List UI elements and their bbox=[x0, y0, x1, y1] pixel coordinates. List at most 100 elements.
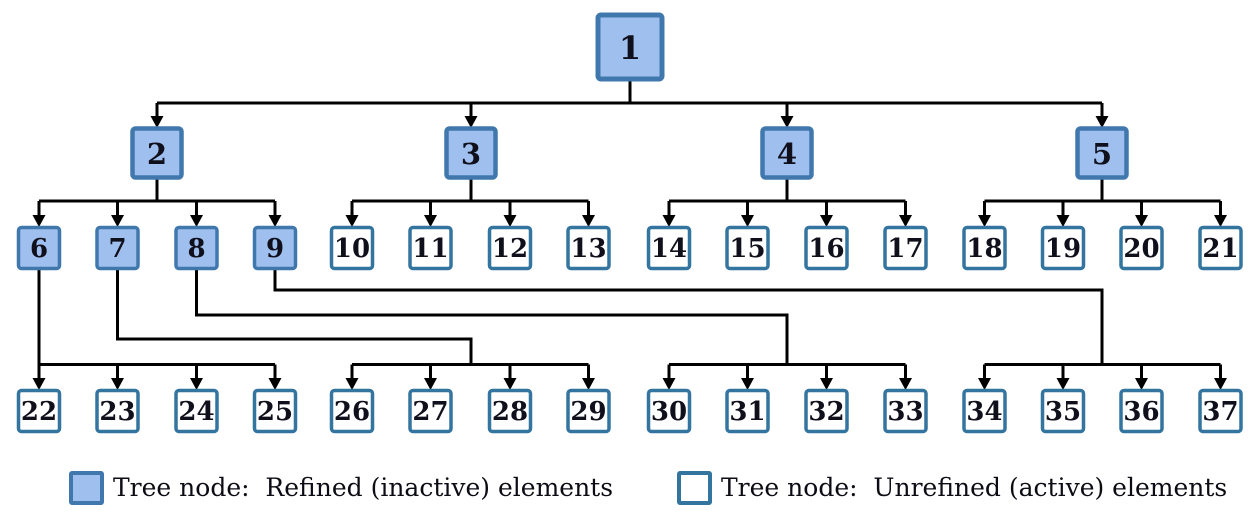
tree-node-17-label: 17 bbox=[887, 234, 923, 264]
tree-node-22-box bbox=[16, 388, 62, 434]
tree-node-22-label: 22 bbox=[21, 397, 57, 427]
tree-node-13-box bbox=[566, 225, 611, 271]
tree-node-17-box bbox=[883, 225, 928, 271]
edge-drop-node8-children bbox=[195, 268, 789, 365]
tree-node-20-box bbox=[1119, 225, 1164, 271]
arrowhead-down-icon-node9-children-0 bbox=[978, 378, 991, 390]
arrowhead-down-icon-node1-children-0 bbox=[150, 116, 164, 128]
tree-node-25-label: 25 bbox=[257, 397, 293, 427]
tree-node-5-box bbox=[1075, 126, 1129, 180]
tree-node-15-box bbox=[725, 225, 770, 271]
tree-node-33-label: 33 bbox=[887, 397, 923, 427]
tree-node-9-box bbox=[252, 225, 298, 271]
arrowhead-down-icon-node4-children-3 bbox=[899, 215, 912, 227]
refined-node-swatch-icon bbox=[69, 470, 104, 505]
tree-node-36-label: 36 bbox=[1123, 397, 1159, 427]
edge-drop-node7-children bbox=[116, 268, 473, 365]
tree-node-13-label: 13 bbox=[570, 234, 606, 264]
tree-node-8-box bbox=[174, 225, 219, 271]
tree-node-15-label: 15 bbox=[729, 234, 765, 264]
arrowhead-down-icon-node7-children-2 bbox=[503, 378, 517, 390]
tree-node-3-label: 3 bbox=[461, 137, 481, 171]
arrowhead-down-icon-node9-children-2 bbox=[1135, 378, 1148, 390]
tree-node-20-label: 20 bbox=[1123, 234, 1159, 264]
arrowhead-down-icon-node6-children-1 bbox=[111, 378, 124, 390]
tree-node-24-box bbox=[174, 388, 219, 434]
tree-node-33-box bbox=[883, 388, 928, 434]
tree-node-35-label: 35 bbox=[1045, 397, 1081, 427]
tree-node-12-label: 12 bbox=[492, 234, 528, 264]
tree-node-10-box bbox=[329, 225, 375, 271]
tree-node-11-box bbox=[408, 225, 453, 271]
tree-node-28-label: 28 bbox=[492, 397, 528, 427]
arrowhead-down-icon-node7-children-1 bbox=[424, 378, 437, 390]
arrowhead-down-icon-node7-children-0 bbox=[345, 378, 359, 390]
arrowhead-down-icon-node4-children-0 bbox=[662, 215, 676, 227]
tree-node-19-label: 19 bbox=[1045, 234, 1081, 264]
tree-node-8-label: 8 bbox=[187, 234, 205, 264]
tree-node-11-label: 11 bbox=[412, 234, 448, 264]
tree-node-19-box bbox=[1040, 225, 1086, 271]
arrowhead-down-icon-node3-children-3 bbox=[582, 215, 595, 227]
tree-node-9-label: 9 bbox=[266, 234, 284, 264]
tree-node-7-label: 7 bbox=[108, 234, 126, 264]
tree-node-27-box bbox=[408, 388, 453, 434]
tree-node-18-label: 18 bbox=[966, 234, 1002, 264]
arrowhead-down-icon-node8-children-2 bbox=[820, 378, 833, 390]
tree-node-16-box bbox=[804, 225, 849, 271]
tree-node-14-label: 14 bbox=[651, 234, 687, 264]
legend-item-unrefined: Tree node: Unrefined (active) elements bbox=[677, 470, 1227, 505]
tree-node-2-box bbox=[130, 126, 184, 180]
arrowhead-down-icon-node6-children-2 bbox=[190, 378, 203, 390]
edge-drop-node9-children bbox=[273, 268, 1104, 365]
tree-node-1-label: 1 bbox=[619, 29, 641, 67]
arrowhead-down-icon-node6-children-0 bbox=[32, 378, 46, 390]
arrowhead-down-icon-node5-children-0 bbox=[978, 215, 991, 227]
arrowhead-down-icon-node1-children-1 bbox=[464, 116, 478, 128]
tree-node-32-box bbox=[804, 388, 849, 434]
legend-refined-label: Tree node: Refined (inactive) elements bbox=[113, 473, 614, 502]
tree-node-30-box bbox=[646, 388, 692, 434]
tree-node-6-label: 6 bbox=[30, 234, 48, 264]
tree-node-29-label: 29 bbox=[570, 397, 606, 427]
tree-node-37-box bbox=[1198, 388, 1243, 434]
arrowhead-down-icon-node9-children-1 bbox=[1056, 378, 1070, 390]
tree-node-32-label: 32 bbox=[808, 397, 844, 427]
tree-node-37-label: 37 bbox=[1202, 397, 1238, 427]
arrowhead-down-icon-node1-children-2 bbox=[780, 116, 794, 128]
tree-node-23-label: 23 bbox=[99, 397, 135, 427]
tree-node-34-box bbox=[962, 388, 1007, 434]
legend-unrefined-label: Tree node: Unrefined (active) elements bbox=[721, 473, 1228, 502]
arrowhead-down-icon-node1-children-3 bbox=[1095, 116, 1109, 128]
arrowhead-down-icon-node5-children-3 bbox=[1214, 215, 1227, 227]
tree-node-2-label: 2 bbox=[147, 137, 167, 171]
arrowhead-down-icon-node5-children-2 bbox=[1135, 215, 1148, 227]
arrowhead-down-icon-node6-children-3 bbox=[268, 378, 282, 390]
tree-node-16-label: 16 bbox=[808, 234, 844, 264]
tree-node-10-label: 10 bbox=[334, 234, 370, 264]
tree-node-31-label: 31 bbox=[729, 397, 765, 427]
arrowhead-down-icon-node4-children-1 bbox=[741, 215, 754, 227]
arrowhead-down-icon-node8-children-3 bbox=[899, 378, 912, 390]
tree-node-23-box bbox=[95, 388, 140, 434]
unrefined-node-swatch-icon bbox=[677, 470, 712, 505]
arrowhead-down-icon-node8-children-1 bbox=[741, 378, 754, 390]
tree-node-4-label: 4 bbox=[777, 137, 797, 171]
tree-node-12-box bbox=[487, 225, 533, 271]
arrowhead-down-icon-node8-children-0 bbox=[662, 378, 676, 390]
tree-node-21-box bbox=[1198, 225, 1243, 271]
arrowhead-down-icon-node2-children-2 bbox=[190, 215, 203, 227]
tree-node-34-label: 34 bbox=[966, 397, 1002, 427]
arrowhead-down-icon-node5-children-1 bbox=[1056, 215, 1070, 227]
arrowhead-down-icon-node9-children-3 bbox=[1214, 378, 1227, 390]
tree-node-26-label: 26 bbox=[334, 397, 370, 427]
tree-node-35-box bbox=[1040, 388, 1086, 434]
tree-node-24-label: 24 bbox=[178, 397, 214, 427]
tree-node-28-box bbox=[487, 388, 533, 434]
arrowhead-down-icon-node4-children-2 bbox=[820, 215, 833, 227]
tree-node-5-label: 5 bbox=[1092, 137, 1112, 171]
tree-node-21-label: 21 bbox=[1202, 234, 1238, 264]
legend-item-refined: Tree node: Refined (inactive) elements bbox=[69, 470, 613, 505]
tree-node-26-box bbox=[329, 388, 375, 434]
